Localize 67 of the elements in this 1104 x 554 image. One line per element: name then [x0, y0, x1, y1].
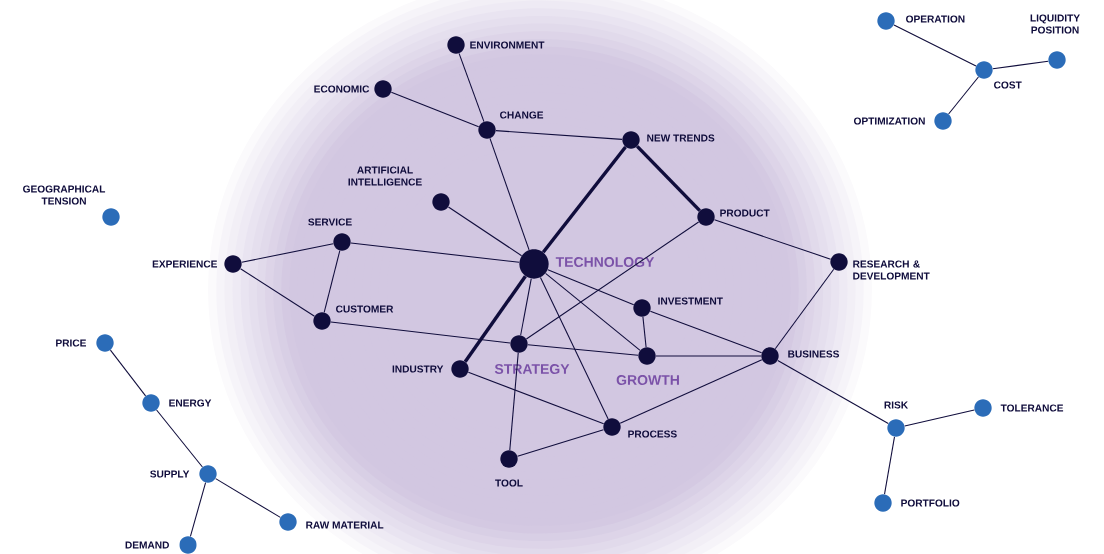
- connector-line: [330, 321, 511, 344]
- node-label: TOLERANCE: [1000, 404, 1064, 412]
- connector-line: [489, 137, 530, 251]
- connector-line: [463, 275, 527, 363]
- node-label: ENVIRONMENT: [470, 41, 545, 49]
- connector-line: [539, 276, 609, 420]
- node-label: ARTIFICIAL INTELLIGENCE: [348, 166, 422, 186]
- node-label: COST: [994, 81, 1022, 89]
- node-label: CHANGE: [500, 111, 544, 119]
- node-label: INVESTMENT: [658, 297, 723, 305]
- connector-line: [547, 269, 635, 306]
- connector-line: [215, 478, 281, 518]
- connector-line: [323, 250, 341, 313]
- node-label: PRODUCT: [720, 209, 770, 217]
- connector-line: [189, 482, 207, 537]
- connector-line: [904, 409, 975, 427]
- connector-line: [948, 76, 979, 115]
- connector-line: [541, 145, 627, 254]
- connector-line: [636, 145, 701, 212]
- connector-line: [520, 278, 532, 336]
- connector-line: [447, 206, 523, 257]
- node-label: SERVICE: [308, 218, 352, 226]
- connector-line: [992, 60, 1049, 70]
- node-label: PRICE: [56, 339, 86, 347]
- node-label: SUPPLY: [150, 470, 190, 478]
- connector-line: [509, 352, 519, 451]
- node-label: RISK: [884, 401, 909, 409]
- node-label: INDUSTRY: [392, 365, 444, 373]
- node-label: NEW TRENDS: [647, 134, 715, 142]
- connector-line: [458, 52, 485, 123]
- node-label: EXPERIENCE: [152, 260, 217, 268]
- connector-line: [517, 429, 604, 457]
- connector-line: [649, 310, 763, 354]
- node-label: BUSINESS: [788, 350, 840, 358]
- node-label: RESEARCH & DEVELOPMENT: [853, 260, 930, 280]
- connector-line: [525, 221, 700, 340]
- connector-line: [240, 268, 315, 317]
- node-label: LIQUIDITY POSITION: [1030, 14, 1080, 34]
- connector-line: [156, 409, 203, 468]
- connector-line: [893, 24, 977, 67]
- node-label: OPTIMIZATION: [853, 117, 925, 125]
- connector-line: [390, 91, 480, 128]
- connector-line: [774, 268, 835, 350]
- connector-line: [619, 359, 763, 424]
- node-label: GEOGRAPHICAL TENSION: [23, 185, 106, 205]
- node-label: RAW MATERIAL: [306, 521, 384, 529]
- connector-line: [527, 344, 639, 356]
- connector-line: [642, 316, 647, 348]
- connector-line: [655, 355, 762, 357]
- node-label: CUSTOMER: [336, 305, 394, 313]
- connector-line: [884, 436, 895, 495]
- node-label: PROCESS: [628, 430, 677, 438]
- connector-line: [241, 243, 334, 263]
- connector-line: [545, 272, 641, 351]
- node-label: PORTFOLIO: [901, 499, 960, 507]
- node-label: ENERGY: [169, 399, 212, 407]
- node-label: TOOL: [495, 479, 523, 487]
- node-label: OPERATION: [906, 15, 965, 23]
- connector-line: [467, 371, 605, 425]
- connector-line: [350, 242, 520, 263]
- node-label: GROWTH: [616, 375, 679, 385]
- connector-line: [495, 130, 623, 140]
- node-label: ECONOMIC: [314, 85, 370, 93]
- connector-line: [713, 219, 832, 260]
- node-label: DEMAND: [125, 541, 169, 549]
- connector-line: [777, 359, 889, 425]
- connector-line: [109, 349, 147, 397]
